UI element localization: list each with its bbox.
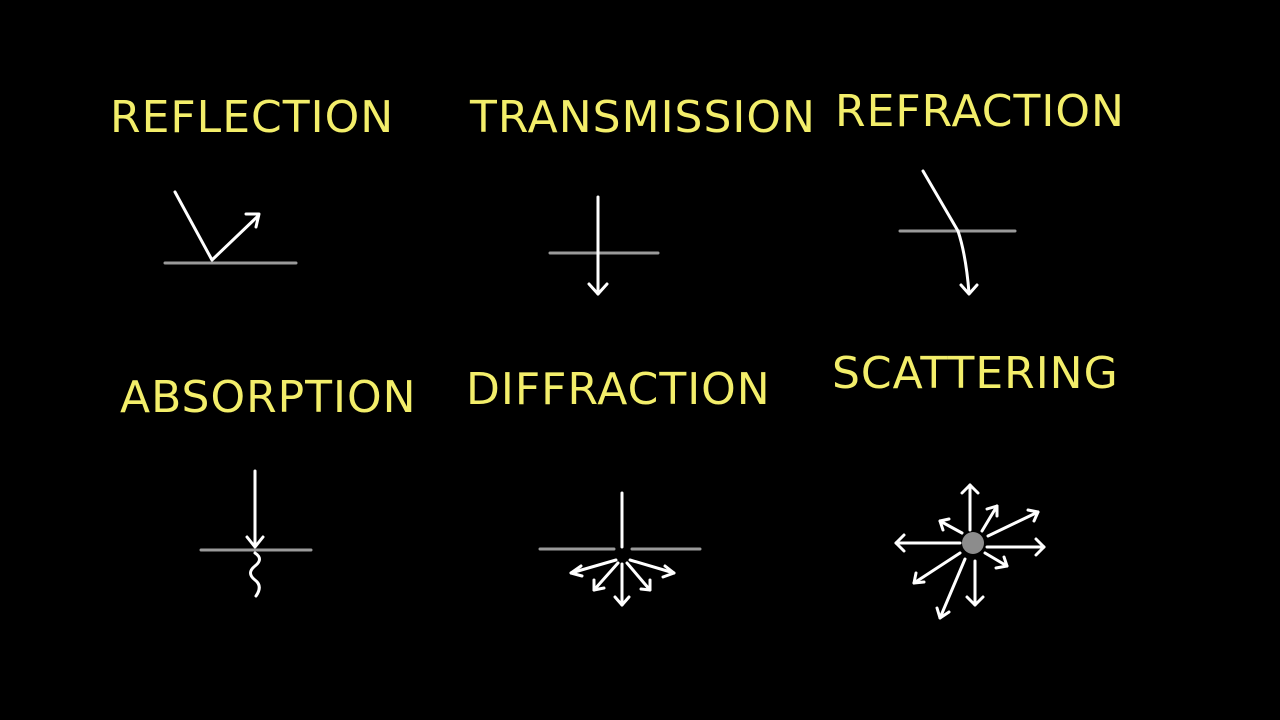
diffraction-label: DIFFRACTION — [466, 364, 771, 415]
absorption-diagram — [199, 469, 313, 598]
scattering-diagram — [894, 483, 1046, 620]
scatter-ray-downleft — [912, 551, 962, 585]
diffraction-arrowhead-4 — [639, 578, 652, 592]
refraction-label: REFRACTION — [835, 86, 1125, 137]
diffraction-ray-1 — [569, 558, 618, 575]
reflection-diagram — [163, 190, 298, 265]
diffraction-arrowhead-1 — [569, 564, 584, 578]
scatter-ray-upright-long — [986, 510, 1040, 538]
diffraction-ray-4 — [625, 561, 652, 592]
reflection-label: REFLECTION — [110, 92, 395, 143]
scatter-ray-left-head — [894, 533, 906, 553]
scatter-ray-downleft-head — [912, 571, 926, 585]
diffraction-arrowhead-2 — [592, 578, 606, 592]
scattering-label: SCATTERING — [832, 348, 1119, 399]
scatter-arrowhead-up — [960, 483, 980, 495]
scatter-ray-upleft — [938, 519, 964, 535]
scatter-ray-downright — [983, 551, 1009, 568]
reflection-arrowhead — [244, 212, 261, 229]
scatter-ray-down-left-long — [938, 557, 967, 620]
scattering-rays — [894, 483, 1046, 620]
scatter-ray-down-left-long-head — [935, 606, 951, 620]
diffraction-arrowhead-3 — [613, 595, 631, 607]
absorption-squiggle — [249, 551, 261, 598]
scatter-ray-upright-short — [980, 504, 999, 533]
reflection-ray — [173, 190, 260, 262]
scatter-ray-upright-long-head — [1026, 508, 1040, 523]
absorption-arrowhead — [245, 535, 265, 549]
refraction-ray — [921, 169, 971, 295]
scatter-ray-downright-head — [994, 555, 1009, 570]
scatter-ray-right-head — [1034, 537, 1046, 557]
scatter-ray-down-head — [965, 595, 985, 607]
transmission-diagram — [548, 195, 660, 296]
diffraction-ray-5 — [628, 558, 676, 575]
diffraction-diagram — [538, 491, 702, 607]
transmission-label: TRANSMISSION — [470, 92, 816, 143]
diffraction-spread-rays — [569, 558, 676, 607]
scatter-particle — [962, 532, 984, 554]
diffraction-ray-2 — [592, 561, 620, 592]
diffraction-arrowhead-5 — [661, 564, 676, 579]
absorption-label: ABSORPTION — [120, 372, 417, 423]
scatter-ray-upright-short-head — [985, 504, 999, 518]
refraction-arrowhead — [959, 283, 979, 296]
transmission-arrowhead — [587, 282, 609, 296]
scatter-ray-upleft-head — [938, 517, 951, 532]
refraction-diagram — [898, 169, 1017, 296]
